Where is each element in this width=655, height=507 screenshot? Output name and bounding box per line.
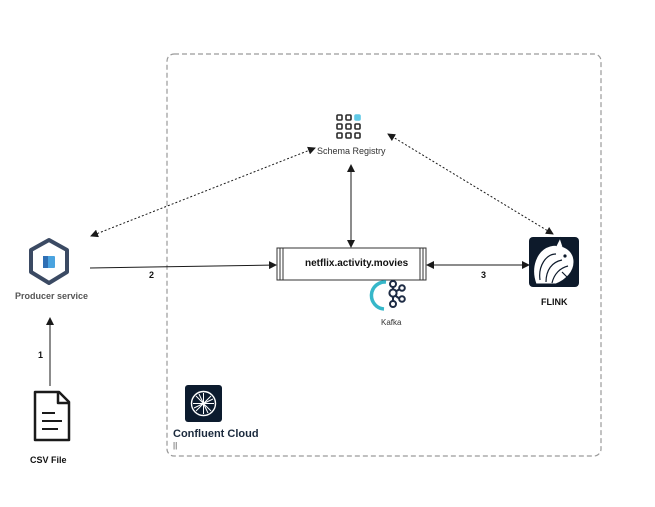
arrow-producer-to-topic xyxy=(89,261,277,270)
arrow-schema-producer-dotted xyxy=(90,146,316,238)
csv-file-label: CSV File xyxy=(30,455,67,465)
kafka-icon xyxy=(369,280,406,311)
flink-label: FLINK xyxy=(541,297,568,307)
confluent-cloud-boundary xyxy=(166,53,602,457)
document-icon xyxy=(33,390,71,442)
schema-registry-label: Schema Registry xyxy=(317,146,386,156)
confluent-logo-icon xyxy=(185,385,222,422)
topic-box xyxy=(276,247,427,281)
confluent-cloud-cursor: || xyxy=(173,441,178,450)
kafka-label: Kafka xyxy=(381,318,402,327)
step-2-label: 2 xyxy=(149,270,155,280)
step-1-label: 1 xyxy=(38,350,44,360)
grid-icon xyxy=(336,114,361,139)
step-3-label: 3 xyxy=(481,270,487,280)
topic-label: netflix.activity.movies xyxy=(305,258,409,269)
arrow-schema-flink-dotted xyxy=(387,133,554,235)
confluent-cloud-label: Confluent Cloud xyxy=(173,428,259,440)
flink-squirrel-icon xyxy=(529,236,579,287)
producer-service-label: Producer service xyxy=(15,291,89,301)
hexagon-icon xyxy=(29,238,69,285)
